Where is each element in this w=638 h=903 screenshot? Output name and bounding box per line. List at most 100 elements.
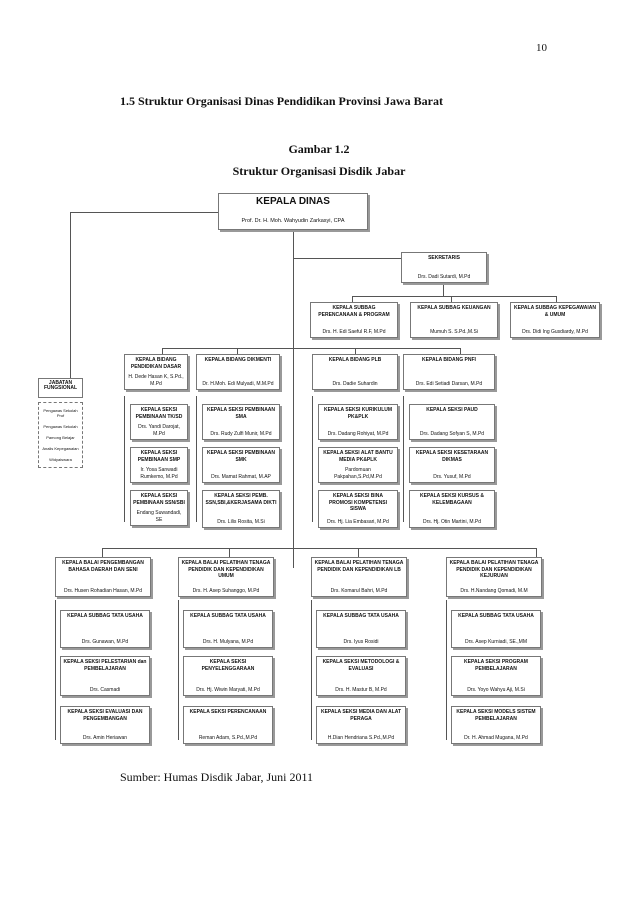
figure-title: Struktur Organisasi Disdik Jabar [232,164,406,178]
seksi-box: KEPALA SEKSI PAUD Drs. Dadang Sofyan S, … [409,404,495,440]
subbag-name: Drs. H. Edi Saeful R.F, M.Pd [322,328,386,335]
jabatan-fungsional-list: Pengawas Sekolah Prof Pengawas Sekolah P… [38,402,83,468]
connector-line [355,348,356,354]
balai-head-name: Drs. H.Nandang Qomadi, M.M [460,587,528,594]
unit-title: KEPALA SEKSI PROGRAM PEMBELAJARAN [464,659,528,672]
connector-line [237,348,238,354]
kepala-dinas-name: Prof. Dr. H. Moh. Wahyudin Zarkasyi, CPA [241,218,345,224]
connector-line [352,296,556,297]
connector-line [162,348,163,354]
subbag-box: KEPALA SUBBAG KEPEGAWAIAN & UMUM Drs. Di… [510,302,600,338]
seksi-name: Drs. Dadang Rohiyat, M.Pd [327,430,389,437]
seksi-name: Drs. Lilis Rosita, M.Si [217,518,265,525]
seksi-title: KEPALA SEKSI PEMBINAAN SMA [206,407,276,420]
seksi-title: KEPALA SEKSI PAUD [426,407,478,413]
kepala-dinas-title: KEPALA DINAS [256,196,330,207]
unit-name: H.Dian Hendriana S.Pd.,M.Pd [327,734,395,741]
bidang-head-name: Dr. H.Moh. Edi Mulyadi, M.M.Pd [202,380,274,387]
unit-name: Drs. Gunawan, M.Pd [81,638,129,645]
seksi-box: KEPALA SEKSI KURIKULUM PK&PLK Drs. Dadan… [318,404,398,440]
seksi-name: Drs. Yusuf, M.Pd [433,473,471,480]
unit-name: Drs. H. Mulyana, M.Pd [202,638,254,645]
seksi-title: KEPALA SEKSI PEMBINAAN SMP [137,450,181,463]
connector-line [403,396,404,522]
subbag-name: Drs. Didi Ing Gusdiardy, M.Pd [522,328,588,335]
seksi-box: KEPALA SEKSI KESETARAAN DIKMAS Drs. Yusu… [409,447,495,483]
figure-caption: Gambar 1.2 Struktur Organisasi Disdik Ja… [0,138,638,182]
connector-line [55,600,56,740]
seksi-box: KEPALA SEKSI PEMB. SSN,SBI,&KERJASAMA DI… [202,490,280,528]
balai-head-name: Drs. Komarul Bahri, M.Pd [330,587,388,594]
balai-unit-box: KEPALA SUBBAG TATA USAHA Drs. H. Mulyana… [183,610,273,648]
unit-title: KEPALA SUBBAG TATA USAHA [67,613,143,619]
unit-title: KEPALA SEKSI PERENCANAAN [189,709,267,715]
connector-line [124,396,125,522]
kepala-dinas-box: KEPALA DINAS Prof. Dr. H. Moh. Wahyudin … [218,193,368,230]
seksi-name: Drs. Dadang Sofyan S, M.Pd [419,430,485,437]
unit-title: KEPALA SUBBAG TATA USAHA [323,613,399,619]
sekretaris-name: Drs. Dadi Sutardi, M.Pd [417,273,471,280]
unit-title: KEPALA SEKSI PELESTARIAN dan PEMBELAJARA… [63,659,147,672]
connector-line [162,348,460,349]
bidang-head-box: KEPALA BIDANG DIKMENTI Dr. H.Moh. Edi Mu… [196,354,280,390]
connector-line [70,212,71,378]
unit-title: KEPALA SEKSI METODOLOGI & EVALUASI [322,659,400,672]
bidang-head-name: H. Dede Hasan K, S.Pd., M.Pd [128,374,184,387]
seksi-box: KEPALA SEKSI PEMBINAAN TK/SD Drs. Yandi … [130,404,188,440]
balai-unit-box: KEPALA SUBBAG TATA USAHA Drs. Iyus Rosid… [316,610,406,648]
unit-title: KEPALA SEKSI EVALUASI DAN PENGEMBANGAN [67,709,143,722]
seksi-name: Drs. Mamat Rahmat, M.AP [211,473,271,480]
balai-unit-box: KEPALA SEKSI MODELS SISTEM PEMBELAJARAN … [451,706,541,744]
balai-unit-box: KEPALA SUBBAG TATA USAHA Drs. Asep Kurni… [451,610,541,648]
seksi-box: KEPALA SEKSI PEMBINAAN SSN/SBI Endang Su… [130,490,188,526]
seksi-title: KEPALA SEKSI BINA PROMOSI KOMPETENSI SIS… [328,493,388,512]
unit-title: KEPALA SEKSI PENYELENGGARAAN [201,659,255,672]
seksi-name: Drs. Hj. Lia Embasari, M.Pd [327,518,389,525]
fungsional-item: Pengawas Sekolah Prof [43,408,78,418]
unit-name: Drs. Amin Heriawan [82,734,128,741]
balai-unit-box: KEPALA SEKSI PELESTARIAN dan PEMBELAJARA… [60,656,150,696]
unit-name: Drs. Asep Kurniadi, SE.,MM [465,638,527,645]
connector-line [352,296,353,302]
connector-line [460,348,461,354]
subbag-box: KEPALA SUBBAG PERENCANAAN & PROGRAM Drs.… [310,302,398,338]
seksi-title: KEPALA SEKSI ALAT BANTU MEDIA PK&PLK [323,450,393,463]
connector-line [102,548,536,549]
seksi-title: KEPALA SEKSI PEMBINAAN SSN/SBI [133,493,185,506]
bidang-head-name: Drs. Edi Setiadi Darsan, M.Pd [415,380,483,387]
balai-unit-box: KEPALA SEKSI PROGRAM PEMBELAJARAN Drs. Y… [451,656,541,696]
seksi-name: Drs. Yandi Darojat, M.Pd [138,424,180,437]
bidang-head-name: Drs. Dadie Suhardin [332,380,378,387]
unit-name: Reman Adam, S.Pd.,M.Pd [198,734,258,741]
balai-head-box: KEPALA BALAI PELATIHAN TENAGA PENDIDIK D… [178,557,274,597]
bidang-head-box: KEPALA BIDANG PNFI Drs. Edi Setiadi Dars… [403,354,495,390]
seksi-title: KEPALA SEKSI KESETARAAN DIKMAS [415,450,489,463]
seksi-title: KEPALA SEKSI PEMB. SSN,SBI,&KERJASAMA DI… [205,493,277,506]
connector-line [229,548,230,557]
section-title: 1.5 Struktur Organisasi Dinas Pendidikan… [120,94,443,108]
seksi-name: Drs. Rudy Zulfi Munir, M.Pd [210,430,272,437]
bidang-head-box: KEPALA BIDANG PLB Drs. Dadie Suhardin [312,354,398,390]
fungsional-item: Pengawas Sekolah [43,424,78,429]
connector-line [451,296,452,302]
sekretaris-title: SEKRETARIS [428,255,460,261]
unit-name: Dr. H. Ahmad Mugana, M.Pd [464,734,528,741]
balai-head-title: KEPALA BALAI PENGEMBANGAN BAHASA DAERAH … [62,560,144,573]
subbag-title: KEPALA SUBBAG KEUANGAN [417,305,491,311]
seksi-title: KEPALA SEKSI KURIKULUM PK&PLK [323,407,393,420]
unit-title: KEPALA SEKSI MODELS SISTEM PEMBELAJARAN [456,709,536,722]
subbag-box: KEPALA SUBBAG KEUANGAN Mumuh S. S.Pd.,M.… [410,302,498,338]
jabatan-fungsional-box: JABATAN FUNGSIONAL [38,378,83,398]
balai-unit-box: KEPALA SEKSI METODOLOGI & EVALUASI Drs. … [316,656,406,696]
seksi-box: KEPALA SEKSI KURSUS & KELEMBAGAAN Drs. H… [409,490,495,528]
balai-head-title: KEPALA BALAI PELATIHAN TENAGA PENDIDIK D… [181,560,271,579]
connector-line [312,396,313,522]
seksi-name: Endang Suwandadi, SE [136,510,182,523]
unit-name: Drs. Iyus Rosidi [343,638,379,645]
figure-label: Gambar 1.2 [288,142,350,156]
seksi-box: KEPALA SEKSI ALAT BANTU MEDIA PK&PLK Par… [318,447,398,483]
seksi-box: KEPALA SEKSI BINA PROMOSI KOMPETENSI SIS… [318,490,398,528]
bidang-head-box: KEPALA BIDANG PENDIDIKAN DASAR H. Dede H… [124,354,188,390]
bidang-head-title: KEPALA BIDANG DIKMENTI [204,357,272,363]
connector-line [102,548,103,557]
